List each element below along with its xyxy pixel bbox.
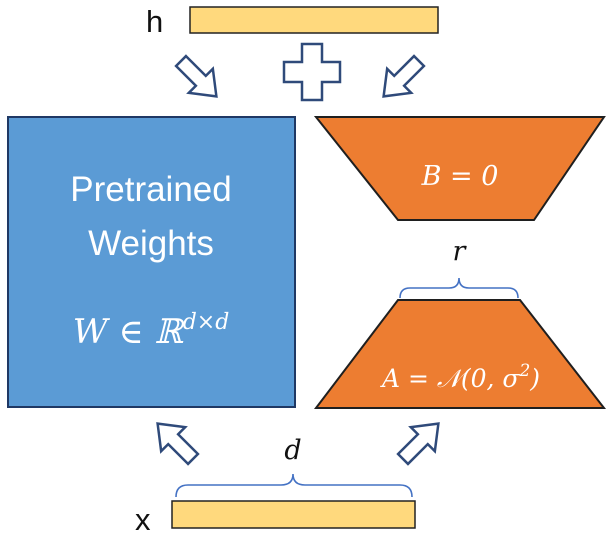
matrix-a-block <box>313 299 607 409</box>
dimension-label: d <box>284 435 301 466</box>
matrix-a-formula: A = 𝒩(0, σ2) <box>380 361 540 393</box>
matrix-a-close: ) <box>529 364 540 393</box>
input-label: x <box>135 502 151 537</box>
output-vector <box>189 6 439 34</box>
weight-matrix-main: W ∈ ℝ <box>73 312 186 352</box>
hollow-arrow-icon-weights-to-h <box>174 54 218 98</box>
dimension-brace <box>175 473 413 498</box>
hollow-arrow-icon-x-to-a <box>396 422 440 466</box>
weight-matrix-superscript: d×d <box>183 310 230 335</box>
hollow-arrow-icon-b-to-h <box>382 54 426 98</box>
plus-icon <box>282 42 342 102</box>
matrix-a-superscript: 2 <box>518 361 530 381</box>
pretrained-title-line1: Pretrained <box>70 170 231 209</box>
rank-brace <box>399 277 519 299</box>
pretrained-title-line2: Weights <box>88 224 214 263</box>
weight-matrix-formula: W ∈ ℝd×d <box>73 310 230 352</box>
input-vector <box>171 500 416 529</box>
hollow-arrow-icon-x-to-weights <box>156 422 200 466</box>
matrix-b-label: B = 0 <box>421 161 499 192</box>
output-label: h <box>146 4 163 39</box>
matrix-b-block <box>313 116 606 221</box>
pretrained-weights-block <box>7 116 296 408</box>
rank-label: r <box>453 236 468 267</box>
matrix-a-main: A = 𝒩(0, σ <box>380 364 520 393</box>
